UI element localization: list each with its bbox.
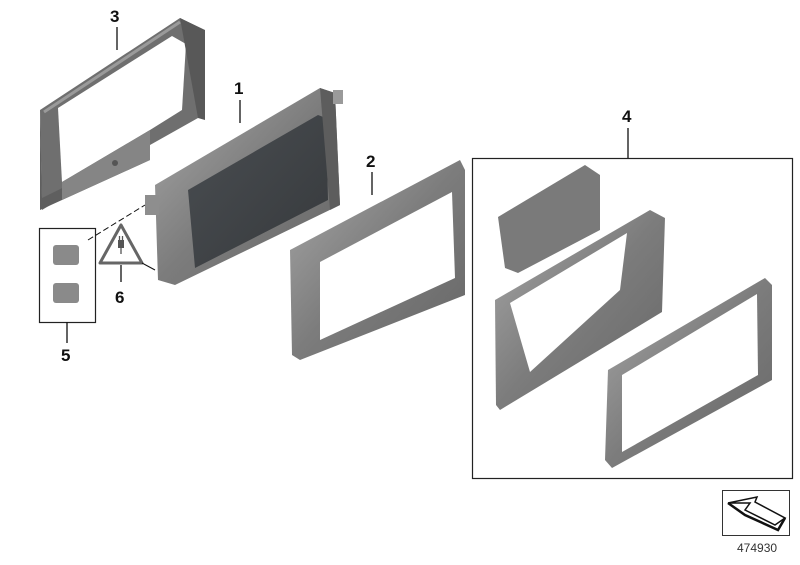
- part-2-trim-frame: [290, 160, 465, 360]
- callout-6: 6: [115, 288, 125, 307]
- part-4-kit-box: [471, 128, 794, 480]
- callout-4: 4: [622, 107, 632, 126]
- callout-1: 1: [234, 79, 244, 98]
- callout-5: 5: [61, 346, 71, 365]
- callout-2: 2: [366, 152, 376, 171]
- part-5-clips-box: [38, 204, 146, 343]
- plug-in-triangle-icon: [98, 223, 156, 282]
- callout-3: 3: [110, 7, 120, 26]
- orientation-arrow-icon: [722, 490, 790, 536]
- part-3-rear-bracket: [40, 18, 205, 210]
- part-1-display: [145, 88, 343, 285]
- image-number: 474930: [737, 541, 778, 555]
